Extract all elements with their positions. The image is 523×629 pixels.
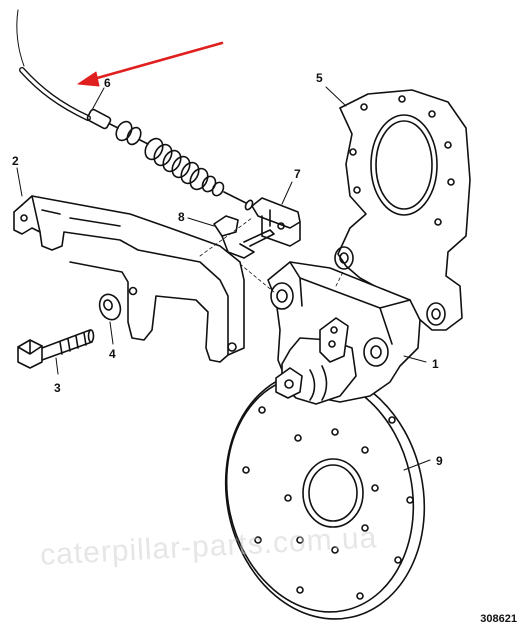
part-1-caliper — [267, 261, 421, 405]
part-7-clevis — [251, 197, 301, 247]
callout-5: 5 — [316, 71, 323, 85]
callout-4: 4 — [109, 347, 116, 361]
part-3-bolt — [17, 329, 95, 369]
callout-1: 1 — [432, 357, 439, 371]
callout-6: 6 — [104, 76, 111, 90]
part-8-clip — [213, 215, 275, 259]
callout-9: 9 — [436, 454, 443, 468]
assembly-guide-lines — [199, 217, 345, 293]
callout-8: 8 — [178, 210, 185, 224]
leader-lines — [16, 86, 431, 471]
cable-lead-line — [16, 9, 25, 67]
callout-2: 2 — [12, 154, 19, 168]
callout-3: 3 — [54, 381, 61, 395]
figure-number: 308621 — [480, 613, 517, 625]
part-2-bracket — [13, 195, 245, 363]
callout-7: 7 — [294, 167, 301, 181]
part-6-cable — [19, 67, 254, 211]
red-pointer-arrow — [77, 41, 224, 87]
part-5-mounting-plate — [334, 89, 471, 331]
part-4-washer — [98, 293, 122, 321]
